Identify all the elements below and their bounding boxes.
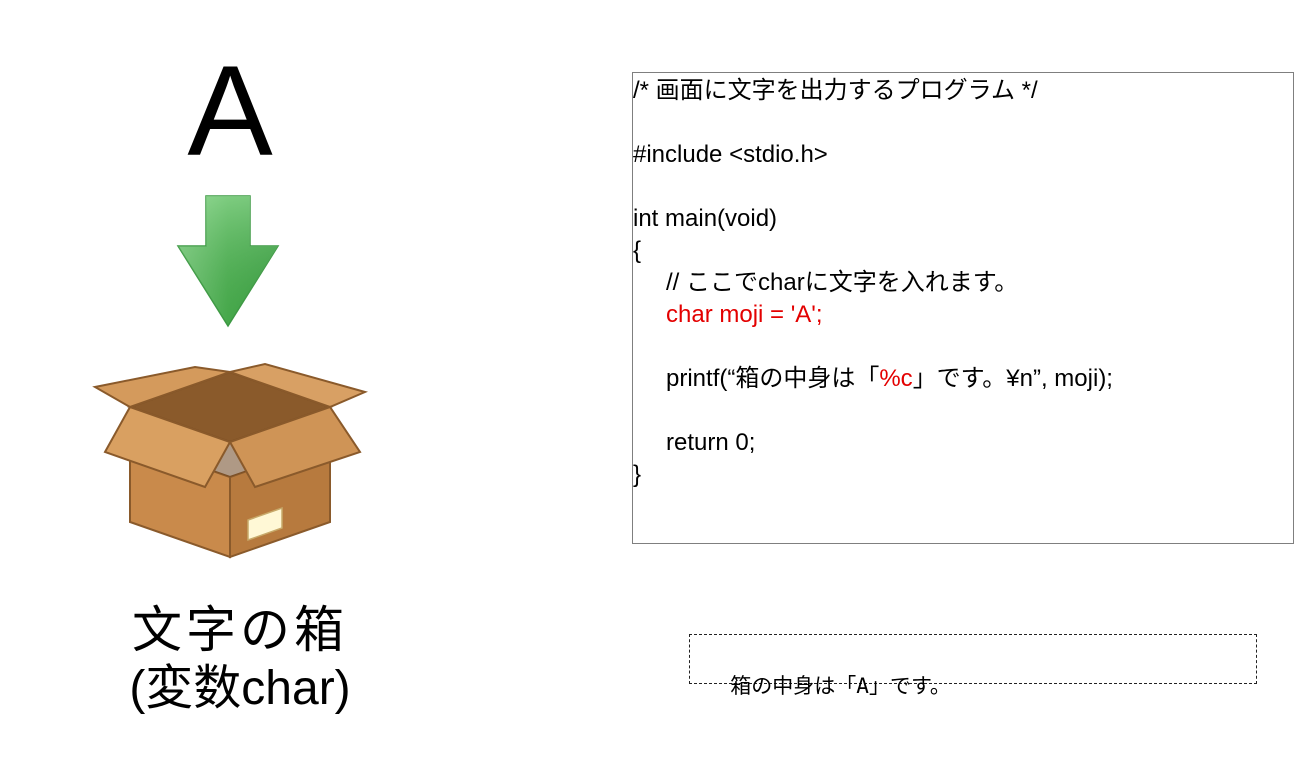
code-line-comment: // ここでcharに文字を入れます。 xyxy=(666,269,1019,296)
code-line-blank xyxy=(633,331,1293,363)
letter-a: A xyxy=(187,40,273,183)
printf-after: 」です。¥n”, moji); xyxy=(912,365,1113,392)
code-line-main-signature: int main(void) xyxy=(633,205,778,232)
code-line-char-declaration: char moji = 'A'; xyxy=(666,301,823,328)
printf-before: printf(“箱の中身は「 xyxy=(666,365,880,392)
box-caption: 文字の箱 (変数char) xyxy=(60,600,420,718)
code-line-return: return 0; xyxy=(666,429,756,456)
code-panel: /* 画面に文字を出力するプログラム */ #include <stdio.h>… xyxy=(632,72,1294,544)
down-arrow-icon xyxy=(176,195,280,328)
caption-title: 文字の箱 xyxy=(132,601,348,659)
code-line-blank xyxy=(633,107,1293,139)
output-panel: 箱の中身は「A」です。 xyxy=(689,634,1257,698)
code-line-close-brace: } xyxy=(633,461,642,488)
code-line-comment-header: /* 画面に文字を出力するプログラム */ xyxy=(633,77,1038,104)
code-line-blank xyxy=(633,171,1293,203)
code-line-blank xyxy=(633,395,1293,427)
printf-format-specifier: %c xyxy=(879,365,913,392)
code-line-open-brace: { xyxy=(633,237,642,264)
code-line-printf: printf(“箱の中身は「%c」です。¥n”, moji); xyxy=(633,363,1293,395)
output-text: 箱の中身は「A」です。 xyxy=(730,674,951,698)
code-line-include: #include <stdio.h> xyxy=(633,141,828,168)
caption-subtitle: (変数char) xyxy=(129,662,351,715)
cardboard-box-icon xyxy=(92,362,369,559)
